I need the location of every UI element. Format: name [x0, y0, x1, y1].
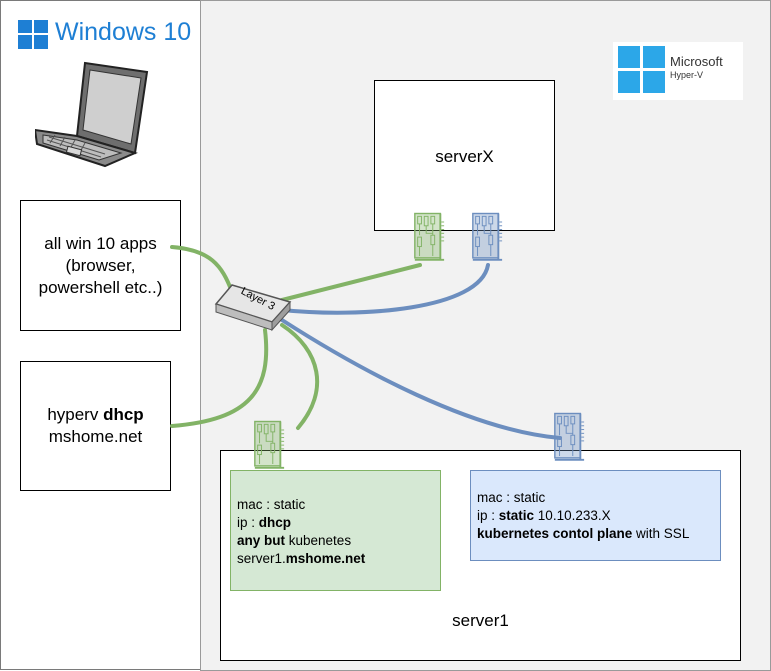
link-apps-switch	[170, 245, 234, 294]
win10-apps-box: all win 10 apps (browser, powershell etc…	[20, 200, 181, 331]
green-l4-bold: mshome.net	[285, 551, 366, 566]
link-dhcp-switch	[170, 328, 269, 428]
blue-l2-rest: 10.10.233.X	[534, 508, 611, 523]
green-l1: mac : static	[237, 497, 306, 512]
serverX-label: serverX	[435, 147, 494, 166]
windows-logo-icon	[18, 20, 48, 49]
serverX-box: serverX	[374, 80, 555, 231]
nic-green-info: mac : static ip : dhcp any but kubenetes…	[230, 470, 441, 591]
server1-label: server1	[452, 611, 509, 630]
blue-l2-pre: ip :	[477, 508, 499, 523]
laptop-icon	[33, 58, 150, 173]
blue-l2-bold: static	[498, 508, 535, 523]
hyperv-brand-line1: Microsoft	[670, 54, 723, 69]
windows-brand-text: Windows 10	[55, 18, 192, 46]
dhcp-domain: mshome.net	[48, 427, 143, 446]
blue-l1: mac : static	[477, 490, 546, 505]
nic-server1-green-icon	[253, 420, 286, 469]
blue-l3-rest: with SSL	[632, 526, 690, 541]
hyperv-logo: Microsoft Hyper-V	[613, 42, 743, 100]
windows-logo	[18, 20, 48, 54]
link-switch-serverX-blue	[280, 263, 490, 315]
hyperv-logo-icon	[618, 46, 665, 93]
hyperv-brand-line2: Hyper-V	[670, 70, 704, 80]
dhcp-bold: dhcp	[103, 405, 144, 424]
nic-serverX-blue-icon	[471, 212, 504, 261]
link-switch-server1-blue	[280, 318, 562, 440]
green-l2-bold: dhcp	[258, 515, 292, 530]
win10-apps-line1: all win 10 apps	[44, 233, 157, 253]
win10-apps-line2: (browser,	[65, 255, 136, 275]
link-switch-serverX-green	[280, 263, 422, 302]
green-l4-pre: server1.	[237, 551, 286, 566]
link-switch-server1-green	[280, 323, 320, 430]
win10-apps-line3: powershell etc..)	[38, 277, 163, 297]
green-l3-rest: kubenetes	[285, 533, 352, 548]
blue-l3-bold: kubernetes contol plane	[477, 526, 633, 541]
dhcp-prefix: hyperv	[47, 405, 104, 424]
nic-blue-info: mac : static ip : static 10.10.233.X kub…	[470, 470, 721, 561]
green-l3-bold: any but	[237, 533, 286, 548]
nic-server1-blue-icon	[553, 412, 586, 461]
green-l2-pre: ip :	[237, 515, 259, 530]
hyperv-dhcp-box: hyperv dhcp mshome.net	[20, 361, 171, 491]
nic-serverX-green-icon	[413, 212, 446, 261]
layer3-switch-icon: Layer 3	[214, 284, 292, 332]
